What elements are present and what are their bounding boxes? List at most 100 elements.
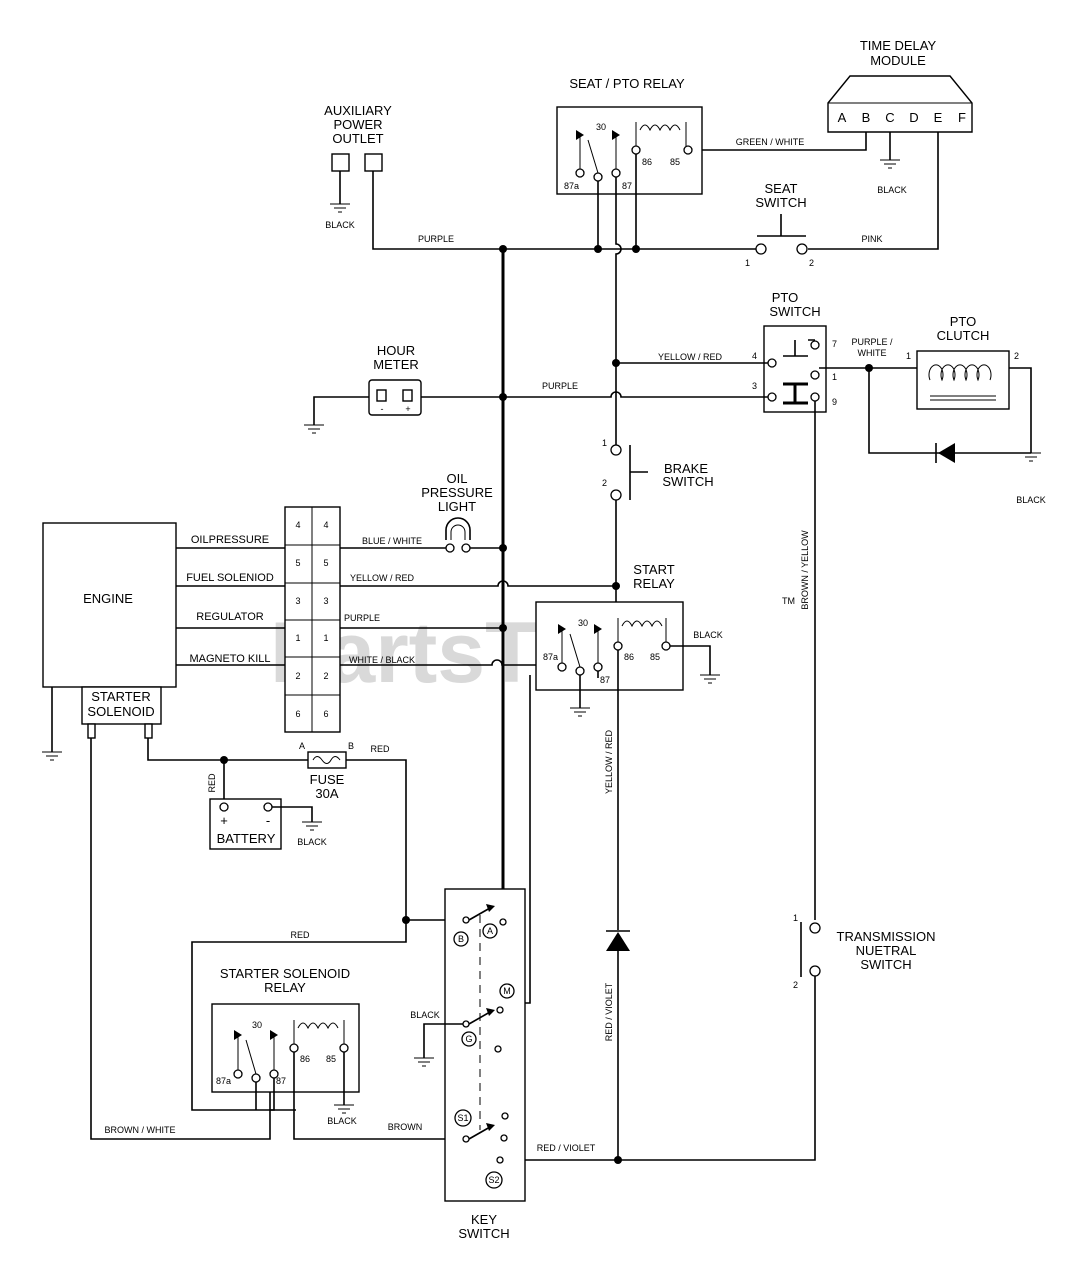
conn-pin-3b: 3 xyxy=(323,596,328,606)
conn-pin-4b: 4 xyxy=(323,520,328,530)
svg-text:-: - xyxy=(381,404,384,414)
wire-label-black-aux: BLACK xyxy=(325,220,355,230)
battery-label: BATTERY xyxy=(217,831,276,846)
conn-pin-3a: 3 xyxy=(295,596,300,606)
wire-label-brown-yellow: BROWN / YELLOW xyxy=(800,530,810,610)
wire-label-black-battery: BLACK xyxy=(297,837,327,847)
time-delay-module-body xyxy=(827,75,973,133)
conn-pin-6a: 6 xyxy=(295,709,300,719)
relay-coil-icon xyxy=(297,1022,339,1030)
ssr-pin-87: 87 xyxy=(276,1076,286,1086)
ssr-label-2: RELAY xyxy=(264,980,306,995)
wire-label-black-key: BLACK xyxy=(410,1010,440,1020)
tdm-pin-f: F xyxy=(958,110,966,125)
wire-label-purple-white-2: WHITE xyxy=(858,348,887,358)
key-terminal-g: G xyxy=(461,1031,477,1047)
pto-pin-4: 4 xyxy=(752,351,757,361)
starter-solenoid-label-1: STARTER xyxy=(91,689,150,704)
tns-pin-2: 2 xyxy=(793,980,798,990)
engine-output-regulator: REGULATOR xyxy=(196,611,263,623)
oil-light-label-2: PRESSURE xyxy=(421,485,493,500)
tns-terminal-2 xyxy=(809,965,821,977)
tns-terminal-1 xyxy=(809,922,821,934)
seat-switch-label-2: SWITCH xyxy=(755,195,806,210)
start-relay-pin-87a: 87a xyxy=(543,652,558,662)
ssr-pin-85: 85 xyxy=(326,1054,336,1064)
oil-light-bulb-icon xyxy=(445,517,471,540)
ssr-label-1: STARTER SOLENOID xyxy=(220,966,350,981)
conn-pin-2a: 2 xyxy=(295,671,300,681)
ground-icon xyxy=(1021,452,1041,462)
wire-label-red-battery: RED xyxy=(207,773,217,793)
wire-label-green-white: GREEN / WHITE xyxy=(736,137,805,147)
brake-switch-label-1: BRAKE xyxy=(664,461,708,476)
ground-icon xyxy=(42,751,62,761)
start-relay-pin-86: 86 xyxy=(624,652,634,662)
brake-switch-terminal-2 xyxy=(610,489,622,501)
pin-30: 30 xyxy=(596,122,606,132)
wire-label-purple-top: PURPLE xyxy=(418,234,454,244)
start-relay-pin-85: 85 xyxy=(650,652,660,662)
aux-outlet-label-2: POWER xyxy=(333,117,382,132)
time-delay-module: TIME DELAY MODULE A B C D E F xyxy=(827,38,973,133)
brake-pin-2: 2 xyxy=(602,478,607,488)
wire-label-black-clutch: BLACK xyxy=(1016,495,1046,505)
wire-label-red-fuse: RED xyxy=(370,744,390,754)
wire-label-yellow-red-vertical: YELLOW / RED xyxy=(604,729,614,794)
oil-light-label-3: LIGHT xyxy=(438,499,476,514)
conn-pin-1a: 1 xyxy=(295,633,300,643)
pto-clutch xyxy=(916,350,1010,410)
wire-label-pink: PINK xyxy=(861,234,882,244)
hour-meter-label-2: METER xyxy=(373,357,419,372)
key-terminal-s2-label: S2 xyxy=(488,1175,499,1185)
tdm-pin-c: C xyxy=(885,110,894,125)
ground-icon xyxy=(330,203,350,213)
key-switch-label-1: KEY xyxy=(471,1212,497,1227)
pto-pin-7: 7 xyxy=(832,339,837,349)
start-relay-pin-30: 30 xyxy=(578,618,588,628)
svg-text:+: + xyxy=(220,813,228,828)
brake-pin-1: 1 xyxy=(602,438,607,448)
key-terminal-m-label: M xyxy=(503,986,511,996)
engine-output-fuel-solenoid: FUEL SOLENIOD xyxy=(186,572,274,584)
oil-light-label-1: OIL xyxy=(447,471,468,486)
ground-icon xyxy=(304,424,324,434)
relay-coil-icon xyxy=(621,620,663,628)
ground-icon xyxy=(570,707,590,717)
ground-icon xyxy=(700,674,720,684)
engine-output-oilpressure: OILPRESSURE xyxy=(191,534,269,546)
key-terminal-m: M xyxy=(499,983,515,999)
aux-outlet-terminal-1 xyxy=(331,153,350,172)
brake-switch-terminal-1 xyxy=(610,444,622,456)
key-terminal-s2: S2 xyxy=(485,1171,503,1189)
start-relay xyxy=(535,601,684,691)
ground-icon xyxy=(334,1104,354,1114)
conn-pin-5a: 5 xyxy=(295,558,300,568)
tdm-pin-b: B xyxy=(862,110,871,125)
wire-label-purple-reg: PURPLE xyxy=(344,613,380,623)
tns-pin-1: 1 xyxy=(793,913,798,923)
watermark-tm: TM xyxy=(782,596,795,606)
seat-switch-pin-2: 2 xyxy=(809,258,814,268)
ground-icon xyxy=(880,159,900,169)
starter-solenoid-label-2: SOLENOID xyxy=(87,704,154,719)
pto-pin-3: 3 xyxy=(752,381,757,391)
pin-87a: 87a xyxy=(564,181,579,191)
conn-pin-6b: 6 xyxy=(323,709,328,719)
time-delay-label-2: MODULE xyxy=(870,53,926,68)
key-terminal-s1-label: S1 xyxy=(457,1113,468,1123)
wire-label-blue-white: BLUE / WHITE xyxy=(362,536,422,546)
fuse-terminal-a: A xyxy=(299,741,305,751)
conn-pin-5b: 5 xyxy=(323,558,328,568)
pto-clutch-pin-2: 2 xyxy=(1014,351,1019,361)
pto-switch-label-2: SWITCH xyxy=(769,304,820,319)
pto-clutch-label-1: PTO xyxy=(950,314,977,329)
ssr-pin-30: 30 xyxy=(252,1020,262,1030)
ground-icon xyxy=(302,821,322,831)
key-terminal-b-label: B xyxy=(458,934,464,944)
key-terminal-a-label: A xyxy=(487,926,493,936)
wire-label-yellow-red-pto: YELLOW / RED xyxy=(658,352,723,362)
seat-switch-terminal-1 xyxy=(755,243,767,255)
start-relay-label-1: START xyxy=(633,562,674,577)
